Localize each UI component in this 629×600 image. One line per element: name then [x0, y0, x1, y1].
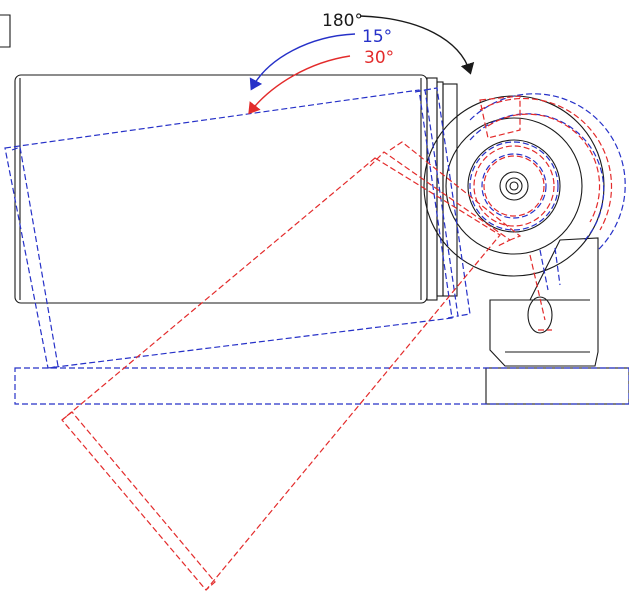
- frame-corner: [0, 14, 11, 48]
- arrow-30: [248, 55, 351, 115]
- housing-tilt-15: [4, 87, 629, 405]
- arrow-180: [359, 15, 475, 75]
- base-plate: [485, 367, 629, 405]
- base-plate-15: [14, 367, 629, 405]
- camera-body: [14, 74, 428, 304]
- housing-tilt-30: [61, 95, 613, 591]
- arrow-15: [249, 33, 356, 91]
- label-30: 30°: [364, 48, 394, 68]
- mount-bracket: [489, 237, 599, 367]
- label-180: 180°: [322, 11, 363, 31]
- camera-housing-original: [14, 74, 629, 405]
- label-15: 15°: [362, 27, 392, 47]
